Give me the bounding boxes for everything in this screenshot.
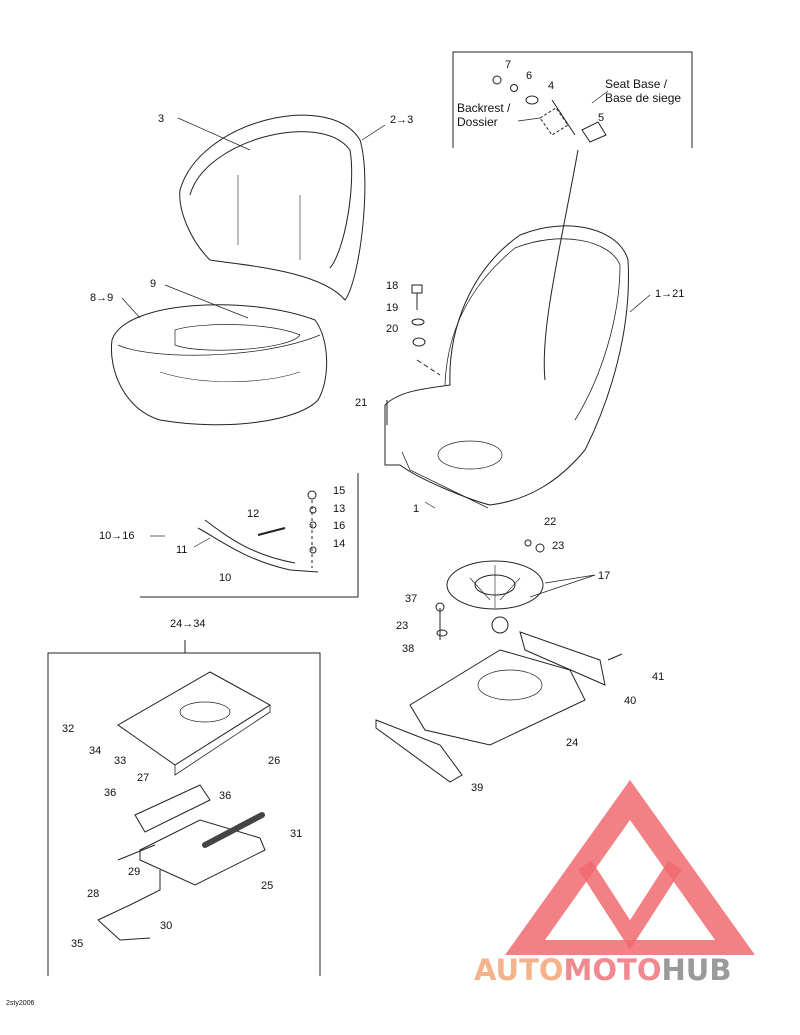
label-27: 27 (137, 772, 150, 784)
label-18: 18 (386, 280, 399, 292)
label-dossier: Dossier (457, 115, 498, 129)
label-38: 38 (402, 643, 415, 655)
label-6: 6 (526, 70, 533, 82)
watermark-moto: MOTO (563, 953, 662, 987)
label-10-16: 10→16 (99, 530, 135, 542)
label-37: 37 (405, 593, 418, 605)
label-24-34: 24→34 (170, 618, 206, 630)
label-10: 10 (219, 572, 232, 584)
label-24: 24 (566, 737, 579, 749)
slider-frame (47, 652, 321, 976)
label-31: 31 (290, 828, 303, 840)
label-32: 32 (62, 723, 75, 735)
hardware-frame (452, 51, 693, 148)
label-15: 15 (333, 485, 346, 497)
label-17: 17 (598, 570, 611, 582)
label-13: 13 (333, 503, 346, 515)
label-30: 30 (160, 920, 173, 932)
label-1: 1 (413, 503, 420, 515)
automotohub-logo (505, 780, 755, 955)
label-3: 3 (158, 113, 165, 125)
label-9: 9 (150, 278, 157, 290)
label-41: 41 (652, 671, 665, 683)
label-25: 25 (261, 880, 274, 892)
label-39: 39 (471, 782, 484, 794)
watermark-hub: HUB (661, 953, 732, 987)
label-19: 19 (386, 302, 399, 314)
label-7: 7 (505, 59, 512, 71)
slide-rail (409, 649, 586, 746)
label-2-3: 2→3 (390, 114, 414, 126)
label-5: 5 (598, 112, 605, 124)
label-33: 33 (114, 755, 127, 767)
watermark-text: AUTOMOTOHUB (474, 953, 731, 987)
label-20: 20 (386, 323, 399, 335)
label-base-de-siege: Base de siege (605, 91, 682, 105)
label-22: 22 (544, 516, 557, 528)
label-23-b: 23 (396, 620, 409, 632)
swivel-plate (446, 560, 544, 610)
label-8-9: 8→9 (90, 292, 114, 304)
label-14: 14 (333, 538, 346, 550)
label-23: 23 (552, 540, 565, 552)
label-backrest: Backrest / (457, 101, 511, 115)
label-40: 40 (624, 695, 637, 707)
label-36-b: 36 (219, 790, 232, 802)
label-26: 26 (268, 755, 281, 767)
label-11: 11 (176, 544, 188, 556)
lever-frame (140, 473, 359, 598)
backrest-cushion (179, 114, 366, 301)
label-35: 35 (71, 938, 84, 950)
label-21: 21 (355, 397, 368, 409)
label-1-21: 1→21 (655, 288, 685, 300)
label-12: 12 (247, 508, 260, 520)
label-seat-base: Seat Base / (605, 77, 668, 91)
watermark-auto: AUTO (474, 953, 564, 987)
label-16: 16 (333, 520, 346, 532)
label-36-a: 36 (104, 787, 117, 799)
label-29: 29 (128, 866, 141, 878)
label-28: 28 (87, 888, 100, 900)
label-4: 4 (548, 80, 555, 92)
drawing-code: 2sty2006 (6, 1000, 35, 1007)
seat-base-shell (384, 225, 629, 506)
label-34: 34 (89, 745, 102, 757)
seat-cushion (110, 304, 328, 426)
